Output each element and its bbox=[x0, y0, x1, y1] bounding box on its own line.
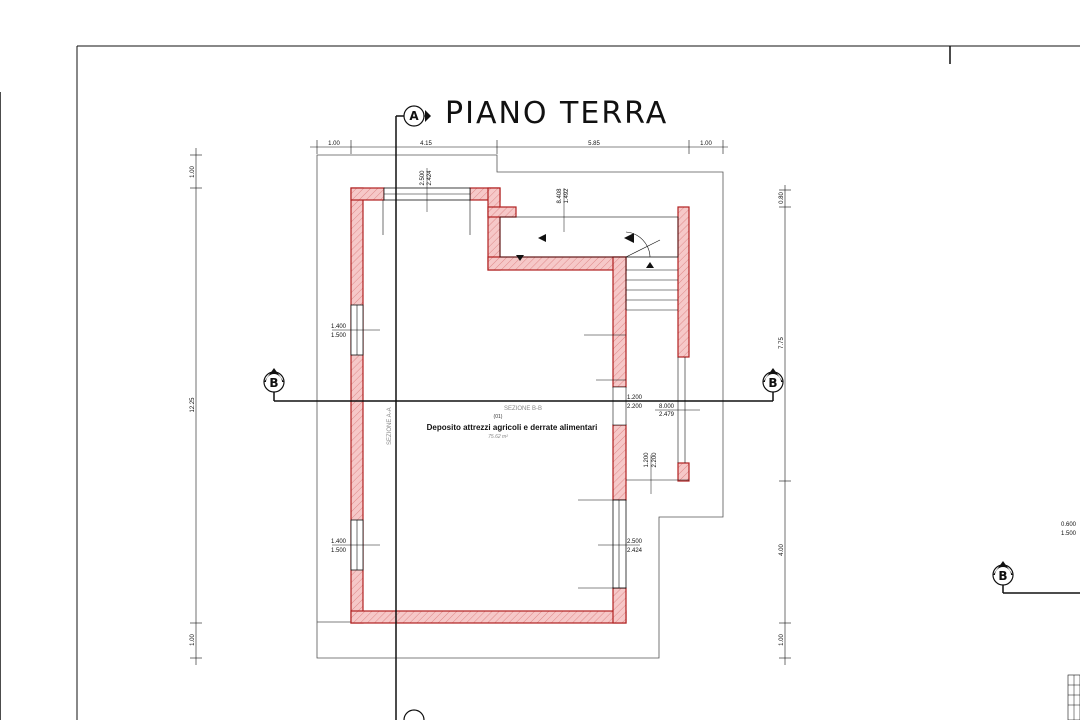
dim-left-1: 1.00 bbox=[190, 166, 196, 178]
top-dimension-chain: 1.00 4.15 5.85 1.00 bbox=[310, 140, 728, 154]
svg-text:2.200: 2.200 bbox=[652, 452, 658, 468]
dim-top-3: 5.85 bbox=[588, 141, 600, 147]
dim-left-2: 1.00 bbox=[190, 634, 196, 646]
svg-text:8.408: 8.408 bbox=[557, 188, 563, 204]
dim-top-2: 4.15 bbox=[420, 141, 432, 147]
svg-text:2.479: 2.479 bbox=[659, 412, 675, 418]
svg-text:0.600: 0.600 bbox=[1061, 522, 1077, 528]
dim-top-1: 1.00 bbox=[328, 141, 340, 147]
svg-text:1.492: 1.492 bbox=[564, 188, 570, 204]
dim-right-3: 4.00 bbox=[779, 544, 785, 556]
section-a-label: A bbox=[409, 109, 419, 123]
dim-top-4: 1.00 bbox=[700, 141, 712, 147]
room-label: (01) Deposito attrezzi agricoli e derrat… bbox=[427, 414, 598, 440]
svg-text:2.200: 2.200 bbox=[627, 404, 643, 410]
section-aa-label: SEZIONE A-A bbox=[387, 407, 393, 445]
staircase bbox=[499, 216, 679, 311]
svg-text:B: B bbox=[768, 376, 777, 390]
right-openings bbox=[612, 357, 689, 589]
section-b-marker-far-right: B bbox=[992, 561, 1014, 593]
svg-text:2.424: 2.424 bbox=[627, 548, 643, 554]
section-a-marker-bottom bbox=[403, 709, 425, 720]
svg-text:1.400: 1.400 bbox=[331, 539, 347, 545]
dim-right-1: 0.80 bbox=[779, 192, 785, 204]
svg-text:2.500: 2.500 bbox=[420, 170, 426, 186]
partial-grid-corner bbox=[1067, 674, 1080, 720]
dim-left-total: 12.25 bbox=[190, 397, 196, 413]
svg-text:B: B bbox=[269, 376, 278, 390]
room-number: (01) bbox=[494, 414, 503, 420]
svg-text:1.500: 1.500 bbox=[331, 548, 347, 554]
site-outline bbox=[316, 154, 724, 659]
svg-text:1.200: 1.200 bbox=[627, 395, 643, 401]
title-section-marker: A bbox=[403, 105, 431, 127]
plan-title: PIANO TERRA bbox=[445, 96, 668, 131]
svg-text:1.200: 1.200 bbox=[644, 452, 650, 468]
room-area: 75.62 m² bbox=[488, 434, 508, 440]
dim-right-4: 1.00 bbox=[779, 634, 785, 646]
svg-text:1.500: 1.500 bbox=[331, 333, 347, 339]
sheet-frame bbox=[0, 45, 1080, 720]
section-bb-label: SEZIONE B-B bbox=[504, 406, 542, 412]
building-walls bbox=[350, 187, 690, 624]
room-name: Deposito attrezzi agricoli e derrate ali… bbox=[427, 423, 598, 432]
right-dimension-chain: 0.80 7.75 4.00 1.00 bbox=[779, 185, 791, 665]
svg-text:1.500: 1.500 bbox=[1061, 531, 1077, 537]
section-b-marker-right: B bbox=[762, 368, 784, 401]
svg-text:8.000: 8.000 bbox=[659, 404, 675, 410]
svg-text:2.424: 2.424 bbox=[427, 170, 433, 186]
section-b-marker-left: B bbox=[263, 368, 285, 401]
svg-text:2.500: 2.500 bbox=[627, 539, 643, 545]
opening-annotations: 2.500 2.424 8.408 1.492 1.400 1.500 1.40… bbox=[331, 168, 1077, 589]
svg-text:1.400: 1.400 bbox=[331, 324, 347, 330]
svg-text:B: B bbox=[998, 569, 1007, 583]
section-lines bbox=[274, 115, 1080, 720]
dim-right-2: 7.75 bbox=[779, 337, 785, 349]
left-dimension-chain: 1.00 12.25 1.00 bbox=[190, 148, 202, 665]
